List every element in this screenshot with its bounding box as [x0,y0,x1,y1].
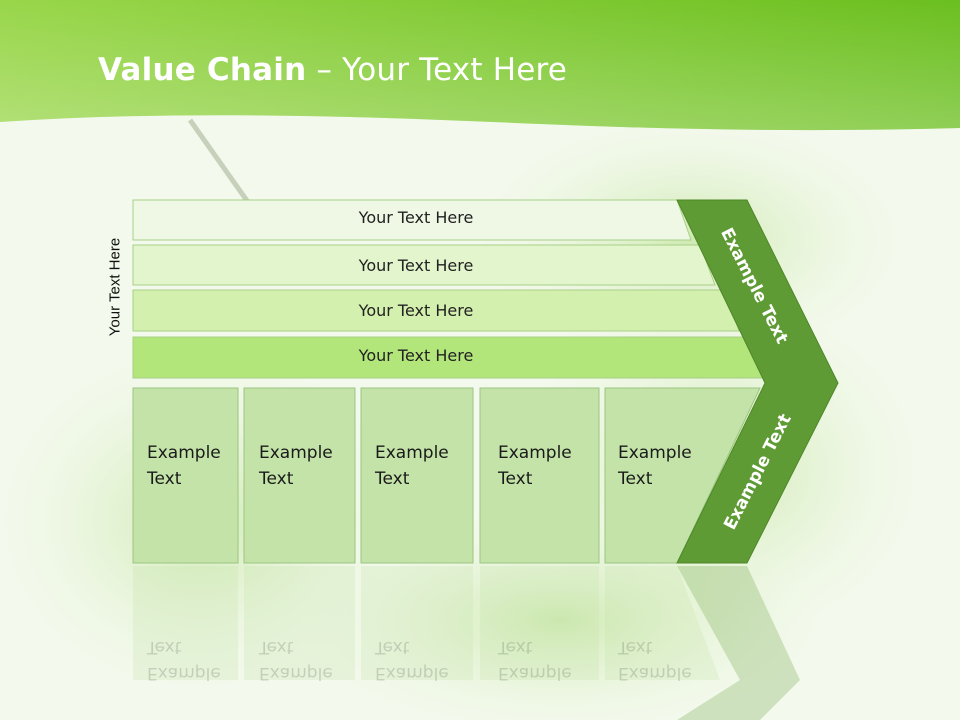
column-2 [243,387,356,564]
column-4 [479,387,600,564]
bar-label-3: Your Text Here [358,301,474,320]
bar-label-4: Your Text Here [358,346,474,365]
column-3 [360,387,474,564]
slide-title: Value Chain – Your Text Here [98,52,567,88]
title-rest: – Your Text Here [306,52,568,88]
column-reflection-shape-1 [133,566,238,680]
chevron-reflection [677,566,800,720]
hop-stem [187,118,253,207]
column-reflection-shape-4 [480,566,599,680]
bar-3 [132,289,740,332]
side-label-text: Your Text Here [106,237,124,337]
column-reflection-shape-3 [361,566,473,680]
columns-group [132,387,761,564]
bar-label-2: Your Text Here [358,256,474,275]
column-1 [132,387,239,564]
bar-2 [132,244,716,286]
title-bold: Value Chain [98,52,307,88]
reflection [133,566,720,680]
bar-1 [132,199,692,241]
bar-label-1: Your Text Here [358,208,474,227]
bars-group [132,199,764,379]
chevron-shape [676,199,839,564]
column-reflection-shape-5 [605,566,720,680]
column-reflection-shape-2 [244,566,355,680]
